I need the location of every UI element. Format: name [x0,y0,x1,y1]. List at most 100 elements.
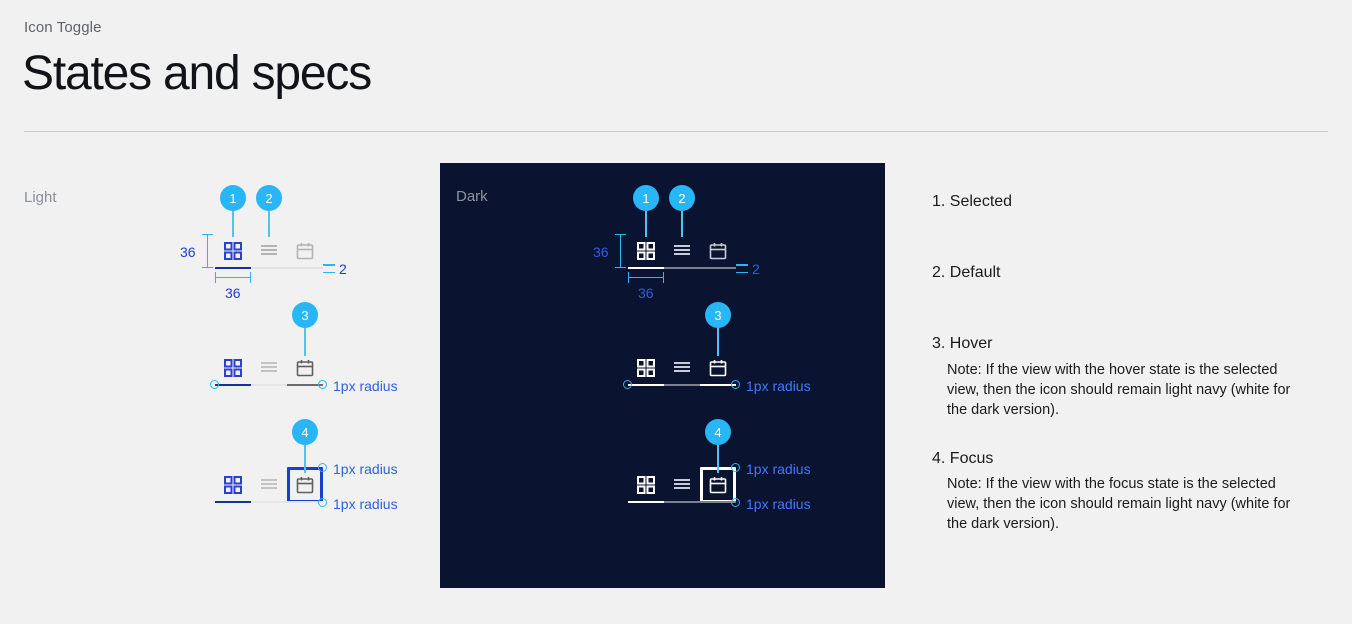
radius-callout-ring-top-dark-row3 [731,463,740,472]
toggle-item-list-dark-row1[interactable] [664,233,700,269]
toggle-item-grid-dark-row3[interactable] [628,467,664,503]
toggle-item-calendar-light-row3-focus[interactable] [287,467,323,503]
bar-thickness-marker-light [323,264,335,273]
toggle-item-list-dark-row3[interactable] [664,467,700,503]
rail-segment-track [251,384,287,386]
toggle-item-grid-light-row2[interactable] [215,350,251,386]
radius-label-bottom-dark-row3: 1px radius [746,496,811,512]
legend-title-hover: 3. Hover [932,335,993,353]
grid-view-icon [637,476,655,494]
toggle-group-light-row3[interactable] [215,467,323,503]
toggle-item-grid-dark-row2[interactable] [628,350,664,386]
legend-pane: 1. Selected 2. Default 3. Hover Note: If… [932,190,1332,556]
callout-badge-1-dark[interactable]: 1 [633,185,659,211]
page-title: States and specs [22,47,372,100]
callout-badge-2-dark[interactable]: 2 [669,185,695,211]
radius-callout-ring-top-light-row3 [318,463,327,472]
radius-label-dark-row2: 1px radius [746,378,811,394]
callout-leader-3-dark [717,328,719,356]
toggle-item-grid-dark-row1[interactable] [628,233,664,269]
rail-segment-hover [287,384,323,386]
callout-leader-1-light [232,211,234,237]
indicator-rail-light-row2 [215,384,323,386]
legend-title-default: 2. Default [932,264,1001,282]
rail-segment-selected [215,501,251,503]
callout-leader-2-dark [681,211,683,237]
legend-item-selected: 1. Selected [932,190,1332,213]
list-view-icon [674,362,690,372]
rail-segment-track [251,267,323,269]
grid-view-icon [224,476,242,494]
calendar-view-icon [709,243,727,260]
bar-thickness-marker-dark [736,264,748,273]
legend-title-selected: 1. Selected [932,193,1013,210]
radius-callout-ring-bottom-light-row3 [318,498,327,507]
toggle-item-calendar-dark-row3-focus[interactable] [700,467,736,503]
toggle-group-dark-row1[interactable] [628,233,736,269]
toggle-item-calendar-dark-row2-hover[interactable] [700,350,736,386]
callout-badge-3-dark[interactable]: 3 [705,302,731,328]
radius-callout-ring-left-dark-row2 [623,380,632,389]
radius-label-bottom-light-row3: 1px radius [333,496,398,512]
width-dimension-label-dark: 36 [638,285,654,301]
toggle-group-dark-row3[interactable] [628,467,736,503]
radius-label-top-dark-row3: 1px radius [746,461,811,477]
rail-segment-selected [628,267,664,269]
toggle-item-calendar-dark-row1[interactable] [700,233,736,269]
grid-view-icon [224,359,242,377]
toggle-item-calendar-light-row2-hover[interactable] [287,350,323,386]
dark-mode-pane: Dark 1 2 36 [440,163,885,588]
rail-segment-selected [628,384,664,386]
indicator-rail-dark-row2 [628,384,736,386]
calendar-view-icon [709,477,727,494]
callout-badge-4-dark[interactable]: 4 [705,419,731,445]
legend-note-focus: Note: If the view with the focus state i… [947,475,1291,532]
radius-label-top-light-row3: 1px radius [333,461,398,477]
height-dimension-label-light: 36 [180,244,196,260]
breadcrumb-eyebrow: Icon Toggle [24,19,102,36]
callout-badge-2-light[interactable]: 2 [256,185,282,211]
callout-badge-3-light[interactable]: 3 [292,302,318,328]
light-mode-label: Light [24,189,57,206]
toggle-item-grid-light-row3[interactable] [215,467,251,503]
callout-leader-1-dark [645,211,647,237]
rail-segment-selected [215,384,251,386]
toggle-item-grid-light-row1[interactable] [215,233,251,269]
legend-item-focus: 4. Focus Note: If the view with the focu… [932,447,1332,534]
toggle-item-list-light-row1[interactable] [251,233,287,269]
radius-callout-ring-left-light-row2 [210,380,219,389]
bar-thickness-label-light: 2 [339,261,347,277]
indicator-rail-light-row1 [215,267,323,269]
width-dimension-line-light [215,272,251,283]
callout-leader-3-light [304,328,306,356]
height-dimension-line-light [202,234,213,268]
calendar-view-icon [296,243,314,260]
rail-segment-track [664,267,736,269]
indicator-rail-dark-row3 [628,501,736,503]
list-view-icon [261,362,277,372]
height-dimension-line-dark [615,234,626,268]
toggle-group-light-row2[interactable] [215,350,323,386]
calendar-view-icon [709,360,727,377]
rail-segment-hover [700,384,736,386]
toggle-item-list-light-row3[interactable] [251,467,287,503]
toggle-group-light-row1[interactable] [215,233,323,269]
toggle-item-calendar-light-row1[interactable] [287,233,323,269]
toggle-item-list-dark-row2[interactable] [664,350,700,386]
grid-view-icon [637,359,655,377]
callout-badge-1-light[interactable]: 1 [220,185,246,211]
grid-view-icon [637,242,655,260]
callout-leader-2-light [268,211,270,237]
rail-segment-track [664,384,700,386]
list-view-icon [674,479,690,489]
toggle-item-list-light-row2[interactable] [251,350,287,386]
calendar-view-icon [296,477,314,494]
width-dimension-line-dark [628,272,664,283]
calendar-view-icon [296,360,314,377]
callout-leader-4-dark [717,445,719,473]
grid-view-icon [224,242,242,260]
list-view-icon [261,479,277,489]
toggle-group-dark-row2[interactable] [628,350,736,386]
bar-thickness-label-dark: 2 [752,261,760,277]
callout-badge-4-light[interactable]: 4 [292,419,318,445]
